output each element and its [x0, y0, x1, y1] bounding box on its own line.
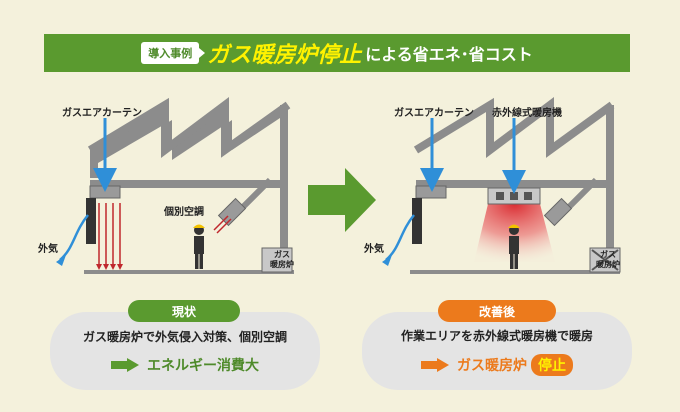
before-door [86, 198, 96, 244]
after-result-prefix: ガス暖房炉 [457, 357, 527, 374]
before-outside-air-label: 外気 [38, 244, 58, 255]
after-factory [382, 97, 621, 274]
after-air-curtain-label: ガスエアカーテン [394, 108, 474, 119]
before-air-curtain-label: ガスエアカーテン [62, 108, 142, 119]
before-summary-panel: ガス暖房炉で外気侵入対策、個別空調 エネルギー消費大 [50, 312, 320, 390]
after-outside-air-label: 外気 [364, 244, 384, 255]
after-result-row: ガス暖房炉 停止 [421, 353, 573, 376]
after-description: 作業エリアを赤外線式暖房機で暖房 [400, 328, 593, 343]
after-worker-figure [508, 224, 520, 269]
after-infrared-label: 赤外線式暖房機 [492, 108, 562, 119]
before-worker-figure [193, 224, 205, 269]
before-description: ガス暖房炉で外気侵入対策、個別空調 [82, 329, 287, 344]
before-result-arrow-icon [111, 357, 139, 372]
case-study-tag: 導入事例 [141, 42, 206, 64]
banner-highlight: ガス暖房炉停止 [207, 43, 362, 68]
after-heater-label: ガス暖房炉 [596, 250, 620, 269]
after-result-arrow-icon [421, 357, 449, 372]
transition-arrow [308, 168, 376, 232]
before-ac-unit [213, 177, 273, 234]
before-heater-label: ガス暖房炉 [270, 250, 294, 269]
after-summary-panel: 作業エリアを赤外線式暖房機で暖房 ガス暖房炉 停止 [362, 312, 632, 390]
before-result: エネルギー消費大 [147, 357, 259, 374]
before-gas-heater [261, 247, 293, 273]
title-banner: 導入事例 ガス暖房炉停止 による省エネ･省コスト [44, 34, 630, 72]
after-door [412, 198, 422, 244]
before-ac-label: 個別空調 [164, 207, 204, 218]
banner-title-rest: による省エネ･省コスト [365, 45, 533, 64]
stop-badge: 停止 [531, 353, 573, 376]
before-pill: 現状 [128, 300, 240, 322]
before-result-row: エネルギー消費大 [111, 355, 259, 375]
before-warm-air-streams [98, 203, 121, 266]
before-factory [56, 97, 294, 274]
before-air-curtain-unit [89, 185, 121, 199]
before-roof [90, 105, 288, 188]
after-pill: 改善後 [438, 300, 556, 322]
before-outside-air-arrow [59, 214, 89, 261]
